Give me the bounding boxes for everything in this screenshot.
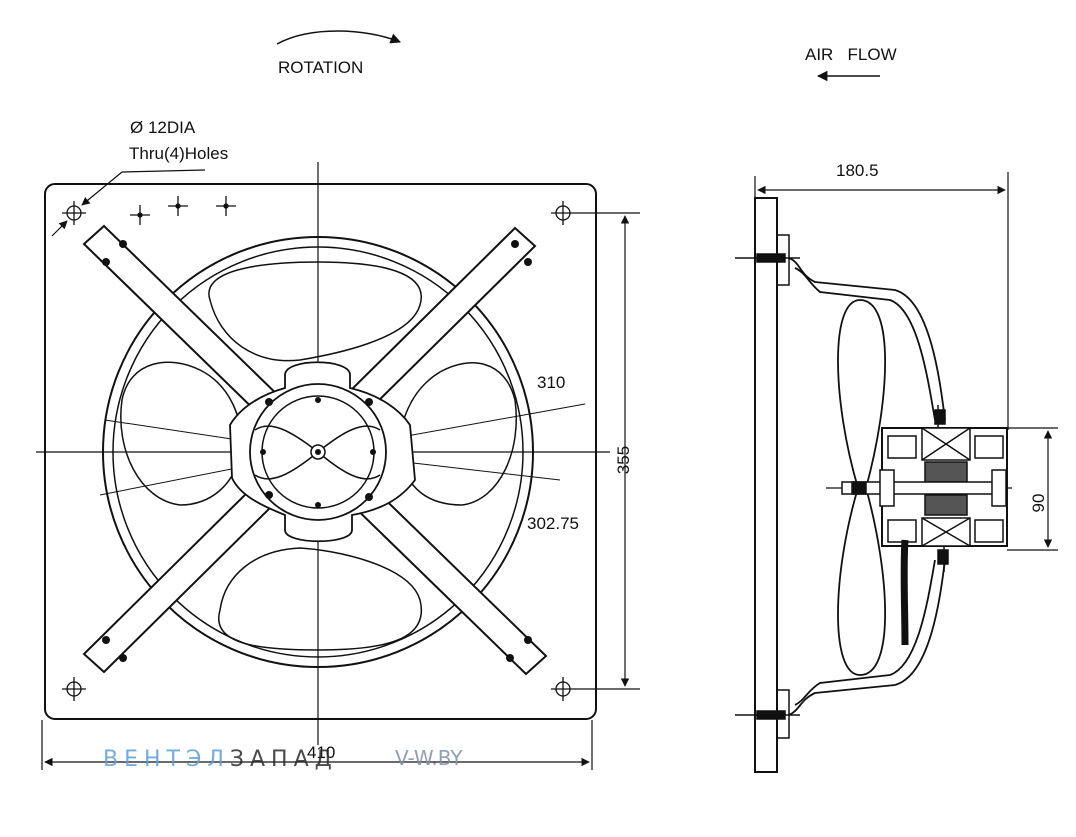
mounting-hole-bottom-right <box>551 677 575 701</box>
dimension-label-90: 90 <box>1029 494 1048 513</box>
corner-mounting-holes <box>62 201 575 701</box>
side-flange <box>754 197 778 773</box>
rotation-arrow-icon <box>276 30 401 45</box>
mounting-hole-top-left <box>62 201 86 225</box>
side-blade <box>837 299 887 676</box>
hub-bolt-points <box>260 397 376 508</box>
rotation-label: ROTATION <box>278 58 363 77</box>
dimension-label-310: 310 <box>537 373 565 392</box>
hole-spec-label-2: Thru(4)Holes <box>129 144 228 163</box>
hole-spec-label-1: Ø 12DIA <box>130 118 196 137</box>
watermark-site: V-W.BY <box>395 746 463 770</box>
side-motor <box>826 405 1012 572</box>
dimension-180-5 <box>754 172 1009 430</box>
mounting-hole-bottom-left <box>62 677 86 701</box>
watermark-brand: ВЕНТЭЛЗАПАД <box>103 747 338 772</box>
dimension-label-410: 410 <box>307 743 335 762</box>
hole-leader-line <box>51 169 206 237</box>
dimension-label-302-75: 302.75 <box>527 514 579 533</box>
position-marks <box>130 196 236 225</box>
dimension-90 <box>1007 427 1058 551</box>
dimension-355 <box>575 212 640 690</box>
mounting-hole-top-right <box>551 201 575 225</box>
watermark: ВЕНТЭЛЗАПАД V-W.BY <box>103 746 463 772</box>
air-flow-label: AIR FLOW <box>805 45 897 64</box>
side-housing <box>788 257 946 716</box>
side-view: AIR FLOW 180.5 <box>735 45 1058 773</box>
flange-bolts <box>735 253 800 720</box>
dimension-label-180-5: 180.5 <box>836 161 879 180</box>
dimension-label-355: 355 <box>614 446 633 474</box>
front-view: ROTATION Ø 12DIA Thru(4)Holes 410 355 31… <box>36 30 640 770</box>
arm-mounting-points <box>102 240 532 662</box>
dimension-410 <box>41 720 593 770</box>
power-cable <box>900 539 909 646</box>
